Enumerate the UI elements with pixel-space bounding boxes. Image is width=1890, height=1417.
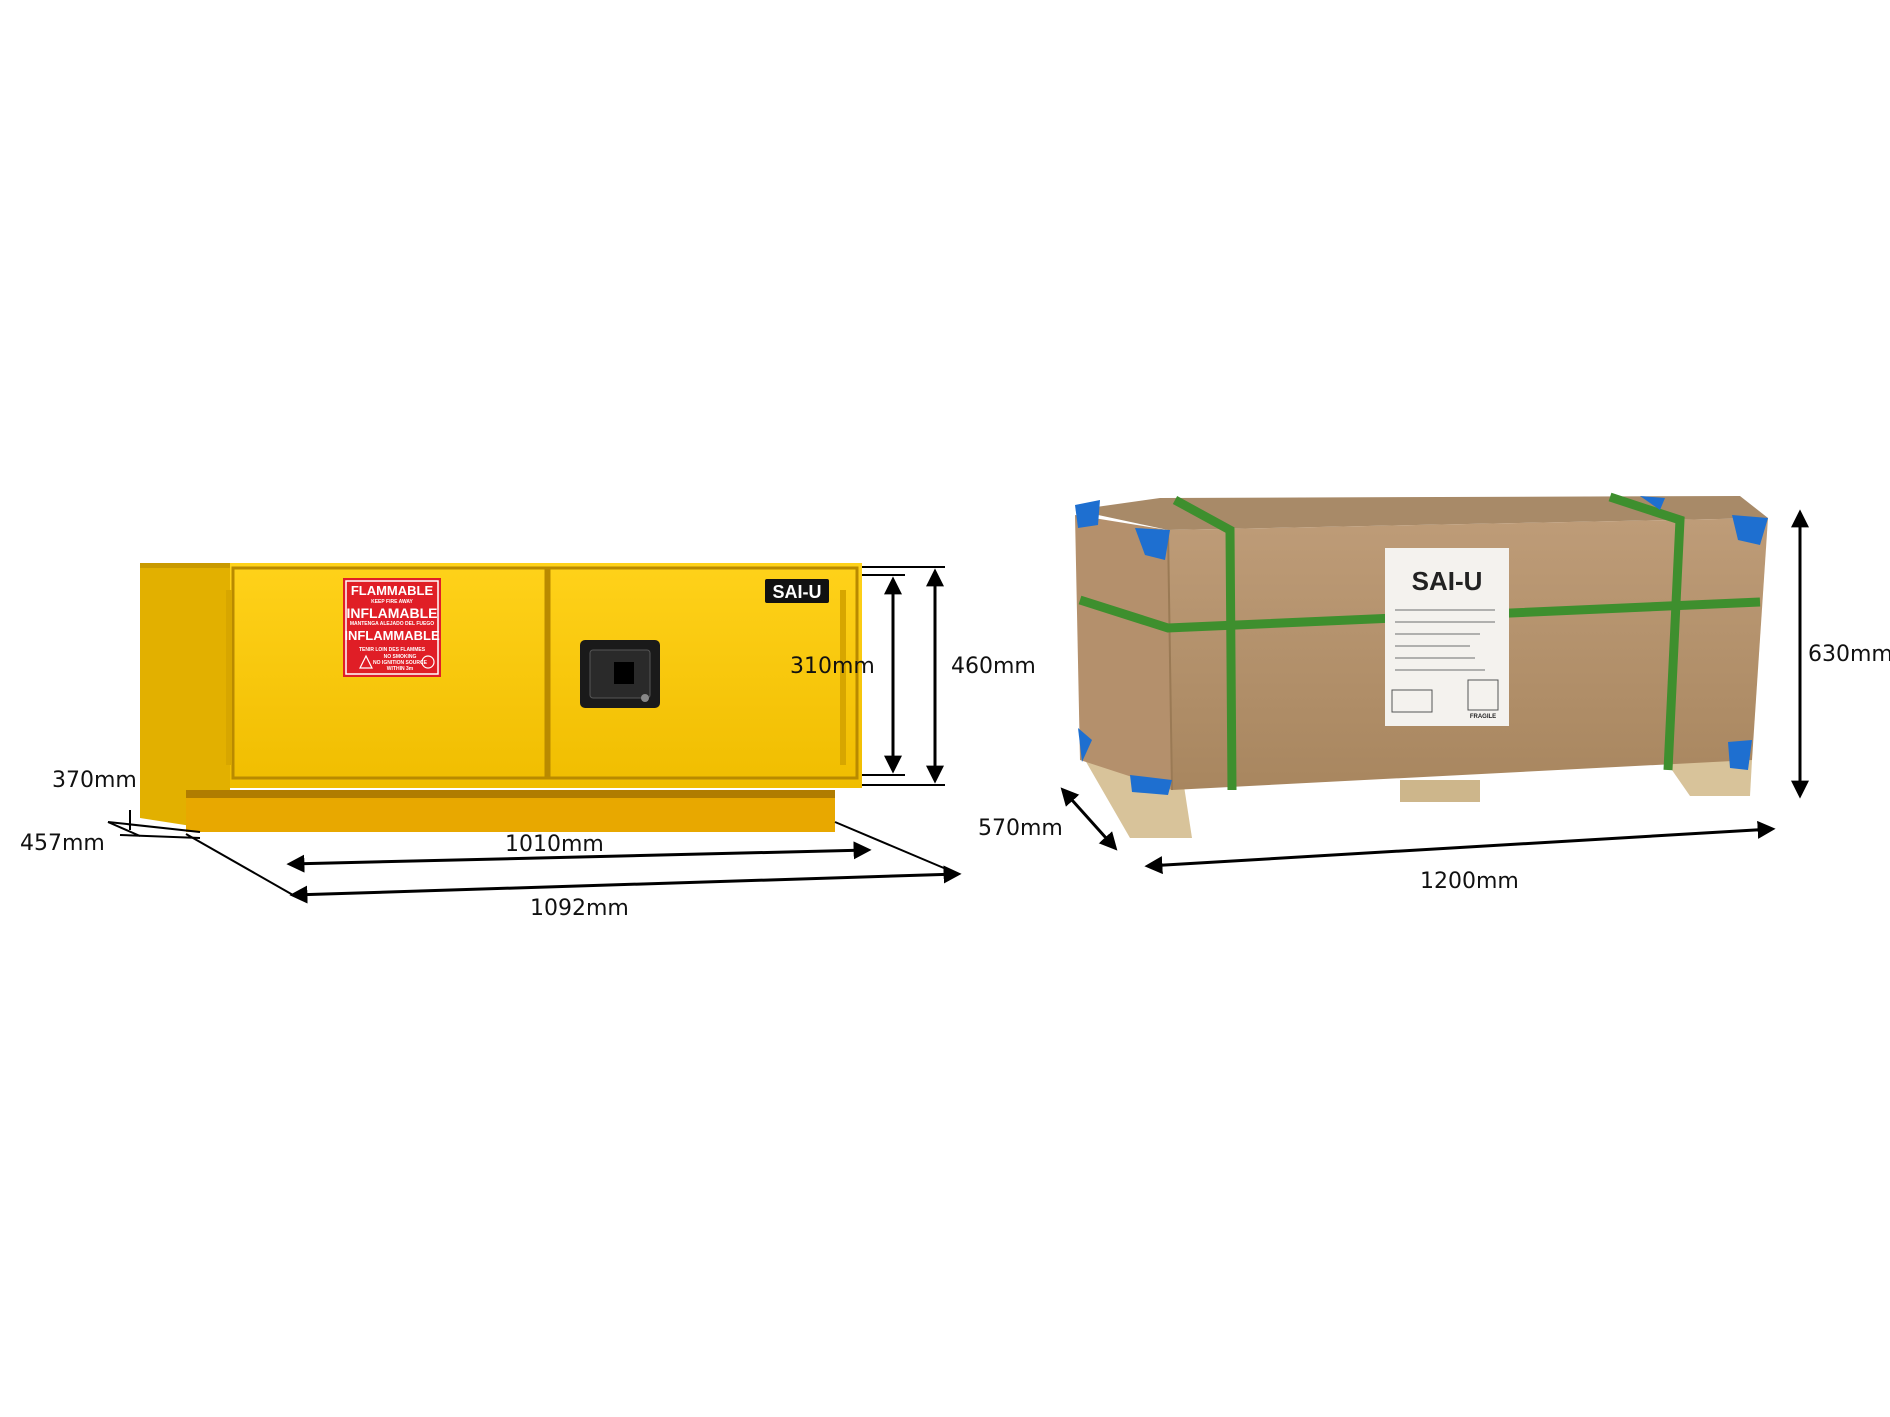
no-smoking-icon	[421, 655, 435, 669]
sign-line6: TENIR LOIN DES FLAMMES	[359, 647, 426, 653]
hinge-right	[840, 590, 846, 765]
safety-cabinet: FLAMMABLE KEEP FIRE AWAY INFLAMABLE MANT…	[20, 563, 1036, 921]
cabinet-door-right	[547, 566, 859, 780]
package-dimension-lines	[1060, 509, 1809, 875]
flame-hazard-icon	[359, 654, 373, 669]
dim-outer-width: 1092mm	[530, 896, 629, 921]
cabinet-brand-logo: SAI-U	[773, 582, 822, 602]
dim-inner-height: 310mm	[790, 654, 875, 679]
dim-package-height: 630mm	[1808, 642, 1890, 667]
sign-line9: WITHIN 3m	[387, 666, 414, 672]
shipping-package: SAI-U FRAGILE 630mm 570mm 1200mm	[978, 492, 1890, 894]
sign-line8: NO IGNITION SOURCE	[373, 660, 428, 666]
sign-line4: MANTENGA ALEJADO DEL FUEGO	[350, 621, 434, 627]
sign-line1: FLAMMABLE	[351, 583, 434, 598]
cabinet-base	[186, 790, 835, 832]
cabinet-side-panel	[140, 563, 230, 832]
package-brand-logo: SAI-U	[1412, 566, 1483, 596]
sign-line7: NO SMOKING	[384, 654, 417, 660]
box-top	[1075, 496, 1768, 530]
sign-line2: KEEP FIRE AWAY	[371, 599, 413, 605]
sign-line3: INFLAMABLE	[347, 605, 438, 621]
cabinet-door-left	[231, 566, 548, 780]
dim-inner-depth: 370mm	[52, 768, 137, 793]
dim-inner-width: 1010mm	[505, 832, 604, 857]
green-straps	[1078, 492, 1761, 791]
package-fragile-text: FRAGILE	[1470, 714, 1496, 720]
dim-outer-height: 460mm	[951, 654, 1036, 679]
sign-line5: INFLAMMABLE	[344, 628, 440, 643]
dim-outer-depth: 457mm	[20, 831, 105, 856]
hazard-symbol-box	[1391, 689, 1433, 713]
dim-package-width: 1200mm	[1420, 869, 1519, 894]
cabinet-dimension-lines	[107, 566, 962, 904]
flammable-warning-sign: FLAMMABLE KEEP FIRE AWAY INFLAMABLE MANT…	[343, 578, 441, 677]
pallet-block-mid	[1400, 780, 1480, 802]
dim-package-depth: 570mm	[978, 816, 1063, 841]
cabinet-base-shadow	[186, 790, 835, 798]
package-label: SAI-U FRAGILE	[1385, 548, 1509, 726]
door-lock-handle	[580, 640, 660, 708]
pallet-block-right	[1665, 760, 1752, 796]
blue-corner-protectors	[1075, 496, 1768, 795]
key-lock-icon	[641, 694, 649, 702]
handling-symbol-box	[1467, 679, 1499, 711]
hinge-left	[226, 590, 232, 765]
cabinet-brand-plate: SAI-U	[765, 579, 829, 603]
box-front	[1075, 515, 1172, 790]
